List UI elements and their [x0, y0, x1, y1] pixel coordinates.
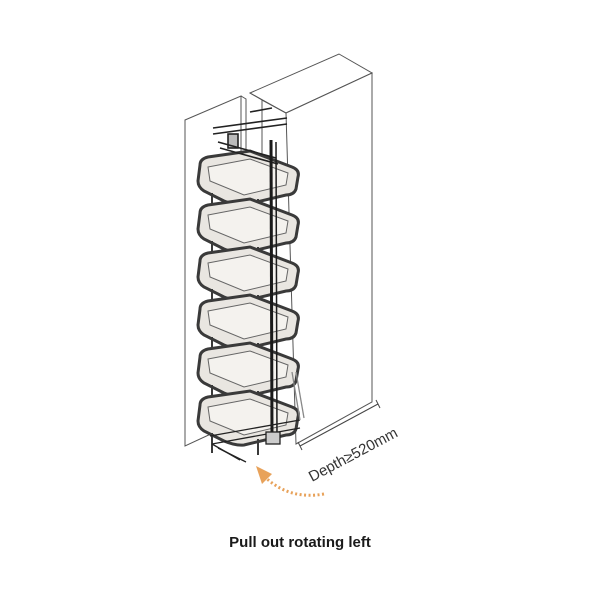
shelf-inner-rim — [207, 302, 289, 340]
basket-shelves — [196, 149, 300, 455]
rotation-arrow — [256, 466, 325, 497]
diagram-caption: Pull out rotating left — [229, 534, 371, 551]
depth-dimension-label: Depth≥520mm — [306, 424, 401, 485]
dimension-line — [299, 403, 379, 447]
shelf-basket — [196, 197, 300, 263]
rotation-arrowhead — [256, 466, 272, 484]
shelf-basket — [196, 245, 300, 311]
depth-dimension — [297, 399, 381, 451]
shelf-inner-rim — [207, 158, 289, 196]
dimension-tick-right — [375, 399, 381, 409]
shelf-inner-rim — [207, 254, 289, 292]
dimension-tick-left — [297, 441, 303, 451]
bottom-runner — [209, 371, 305, 463]
shelf-inner-rim — [207, 350, 289, 388]
shelf-inner-rim — [207, 206, 289, 244]
rotation-arrow-path — [264, 476, 325, 497]
top-mechanism — [212, 107, 288, 165]
shelf-basket — [196, 149, 300, 215]
frame-post — [269, 139, 278, 441]
cabinet-carcass — [248, 53, 374, 445]
